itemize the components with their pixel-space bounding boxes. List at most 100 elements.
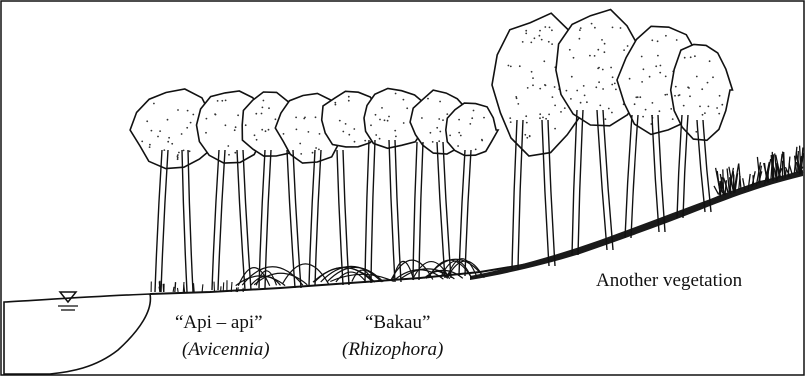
canopy-dot (265, 130, 267, 132)
canopy-dot (569, 49, 571, 51)
canopy-dot (651, 39, 653, 41)
canopy-dot (234, 152, 236, 154)
canopy-dot (525, 115, 527, 117)
canopy-dot (432, 141, 434, 143)
tree-trunk (343, 150, 349, 285)
canopy-dot (666, 94, 668, 96)
canopy-dot (517, 103, 519, 105)
canopy-dot (660, 65, 662, 67)
canopy-dot (689, 95, 691, 97)
canopy-dot (539, 113, 541, 115)
canopy-dot (566, 90, 568, 92)
canopy-dot (580, 27, 582, 29)
canopy-dot (549, 27, 551, 29)
canopy-dot (268, 107, 270, 109)
tree-trunk (259, 150, 265, 288)
canopy-dot (421, 117, 423, 119)
canopy-dot (458, 132, 460, 134)
tree-trunk (597, 110, 607, 250)
canopy-dot (623, 49, 625, 51)
canopy-dot (712, 76, 714, 78)
canopy-dot (171, 143, 173, 145)
canopy-dot (190, 122, 192, 124)
canopy-dot (379, 138, 381, 140)
tree-trunk (603, 110, 613, 250)
pneumatophore (173, 287, 174, 292)
tree-trunk (395, 140, 401, 282)
grass-blade (753, 175, 754, 185)
canopy-dot (611, 112, 613, 114)
canopy-dot (268, 129, 270, 131)
canopy-dot (475, 149, 477, 151)
canopy-dot (679, 94, 681, 96)
canopy-dot (375, 134, 377, 136)
canopy-dot (665, 76, 667, 78)
canopy-dot (548, 114, 550, 116)
canopy-dot (308, 131, 310, 133)
canopy-dot (522, 41, 524, 43)
canopy-dot (583, 85, 585, 87)
canopy-dot (684, 57, 686, 59)
canopy-dot (552, 96, 554, 98)
canopy-dot (387, 120, 389, 122)
tree-trunk (625, 115, 632, 238)
canopy-dot (580, 102, 582, 104)
canopy-dot (261, 113, 263, 115)
canopy-dot (586, 101, 588, 103)
canopy-dot (584, 95, 586, 97)
tree-trunk (155, 150, 162, 292)
canopy-dot (153, 103, 155, 105)
canopy-dot (348, 134, 350, 136)
other-vegetation-label: Another vegetation (596, 270, 742, 292)
canopy-dot (570, 98, 572, 100)
canopy-dot (509, 117, 511, 119)
canopy-dot (221, 100, 223, 102)
canopy-dot (354, 141, 356, 143)
canopy-group (130, 10, 732, 169)
pneumatophore (163, 284, 164, 292)
canopy-dot (254, 134, 256, 136)
pneumatophore (202, 284, 203, 292)
canopy-dot (699, 106, 701, 108)
canopy-dot (707, 82, 709, 84)
canopy-dot (395, 93, 397, 95)
canopy-dot (672, 118, 674, 120)
tree-trunk (337, 150, 343, 285)
canopy-dot (388, 116, 390, 118)
canopy-dot (688, 87, 690, 89)
canopy-dot (601, 39, 603, 41)
canopy-dot (458, 119, 460, 121)
canopy-dot (181, 133, 183, 135)
canopy-dot (602, 69, 604, 71)
tree-trunk (389, 140, 395, 282)
pneumatophore (214, 282, 215, 292)
avicennia-genus-label: (Avicennia) (182, 339, 270, 361)
canopy-dot (615, 89, 617, 91)
canopy-dot (634, 103, 636, 105)
canopy-dot (315, 116, 317, 118)
canopy-dot (534, 37, 536, 39)
canopy-dot (642, 116, 644, 118)
canopy-dot (300, 153, 302, 155)
canopy-dot (573, 57, 575, 59)
tree-trunk (365, 140, 369, 283)
canopy-dot (579, 29, 581, 31)
canopy-dot (348, 96, 350, 98)
canopy-dot (524, 134, 526, 136)
canopy-dot (283, 133, 285, 135)
canopy-dot (319, 133, 321, 135)
canopy-dot (526, 137, 528, 139)
canopy-dot (167, 141, 169, 143)
canopy-dot (612, 27, 614, 29)
canopy-dot (192, 114, 194, 116)
canopy-dot (702, 114, 704, 116)
canopy-dot (554, 128, 556, 130)
canopy-dot (594, 27, 596, 29)
canopy-dot (469, 123, 471, 125)
canopy-dot (481, 139, 483, 141)
canopy-dot (178, 152, 180, 154)
tree-canopy (446, 103, 498, 155)
canopy-dot (670, 108, 672, 110)
canopy-dot (168, 137, 170, 139)
